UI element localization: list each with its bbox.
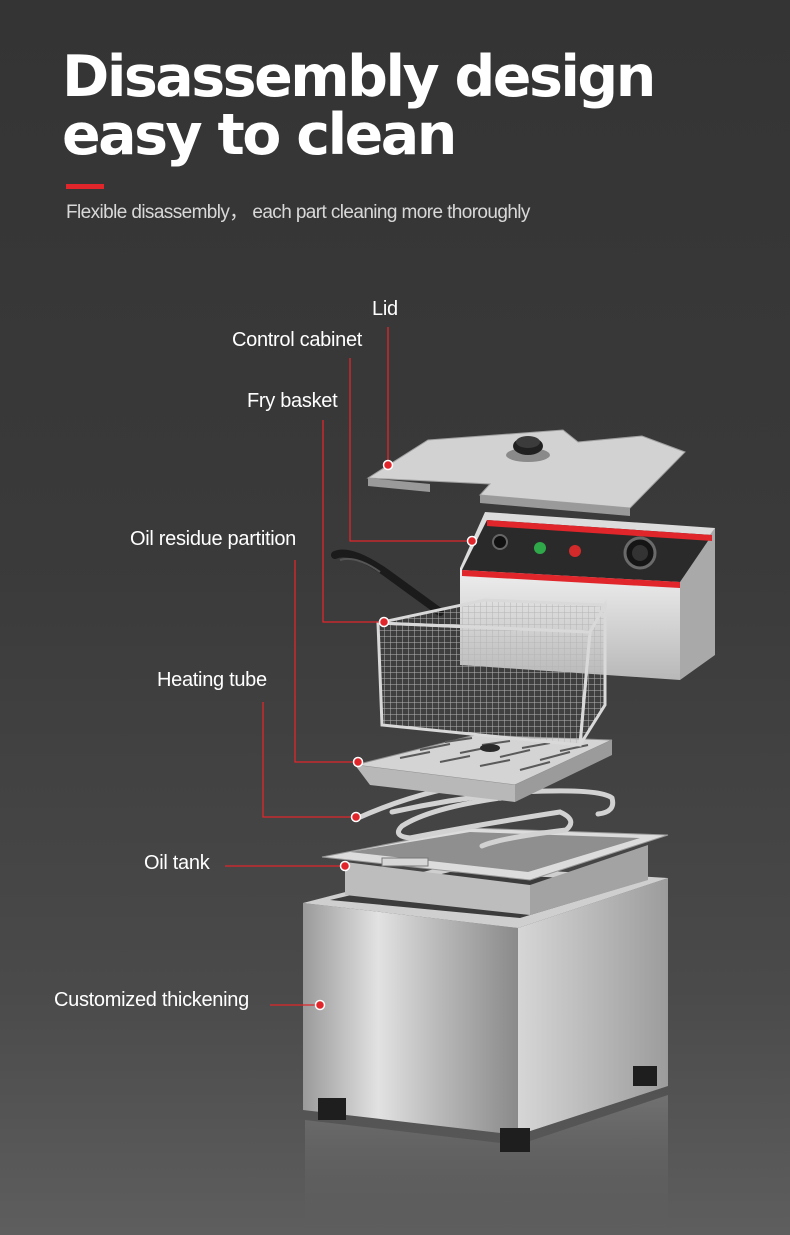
callout-dot-icon (378, 616, 390, 628)
fry-basket (331, 549, 608, 747)
callout-dot-icon (350, 811, 362, 823)
label-heating-tube: Heating tube (157, 669, 267, 691)
callout-dot-icon (382, 459, 394, 471)
label-oil-tank: Oil tank (144, 852, 210, 874)
label-control-cabinet: Control cabinet (232, 329, 363, 351)
label-fry-basket: Fry basket (247, 390, 338, 412)
fry-basket-callout-line (322, 420, 384, 623)
title-line-1: Disassembly design (62, 44, 656, 110)
callout-lines (225, 327, 472, 1006)
oil-residue-partition (354, 734, 613, 802)
title-line-2: easy to clean (62, 102, 457, 168)
label-customized-thickening: Customized thickening (54, 989, 249, 1011)
control-cabinet-callout-line (349, 358, 472, 542)
label-oil-residue-partition: Oil residue partition (130, 528, 297, 550)
page-title: Disassembly design easy to clean (62, 44, 656, 168)
heating-tube-callout-line (262, 702, 356, 818)
lid (366, 429, 686, 516)
callout-dot-icon (466, 535, 478, 547)
label-lid: Lid (372, 298, 398, 320)
callout-dot-icon (314, 999, 326, 1011)
partition-callout-line (294, 560, 358, 763)
callout-dot-icon (339, 860, 351, 872)
callout-dot-icon (352, 756, 364, 768)
subtitle: Flexible disassembly， each part cleaning… (66, 202, 530, 223)
accent-bar (66, 184, 104, 189)
floor-reflection (305, 1095, 668, 1235)
